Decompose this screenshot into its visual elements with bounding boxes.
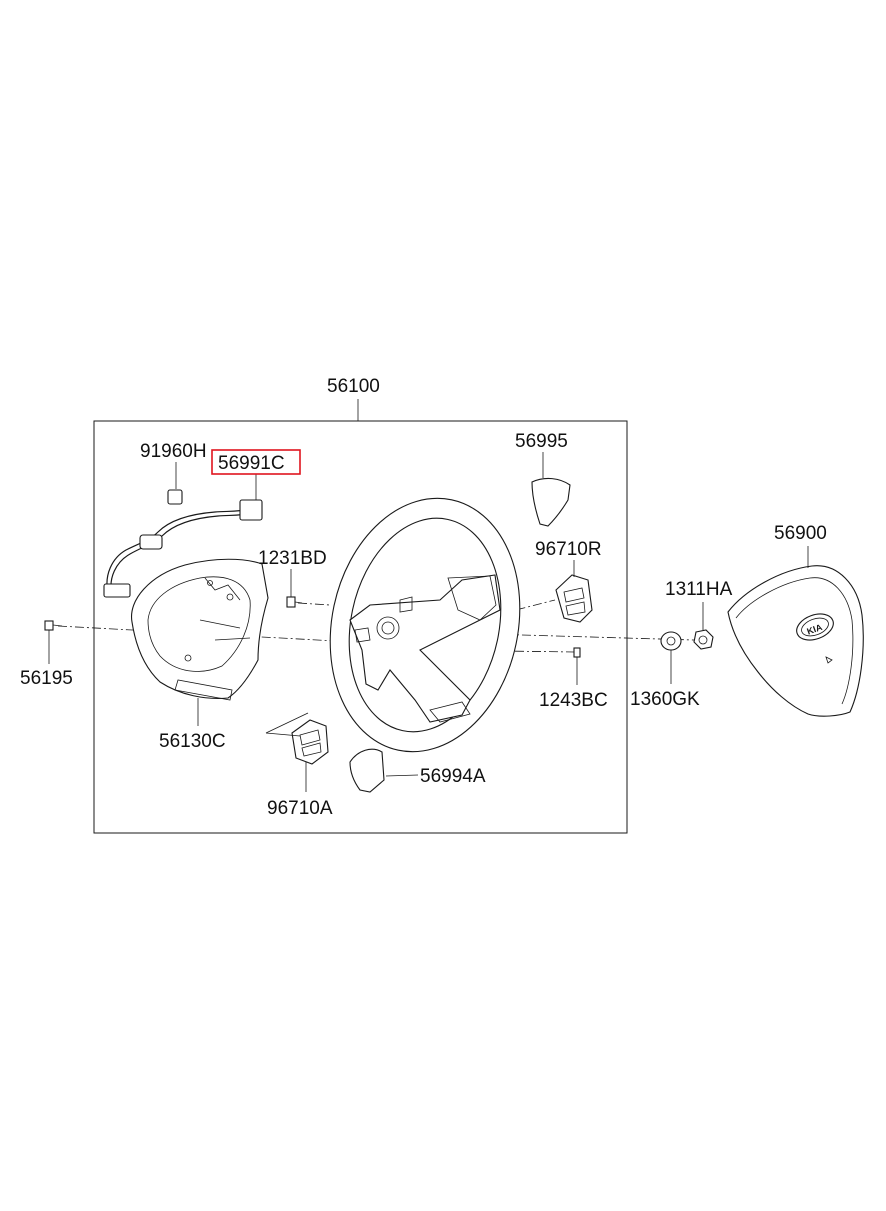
washer-1360GK-icon xyxy=(660,631,682,651)
part-label-56994A[interactable]: 56994A xyxy=(420,766,486,787)
cover-56995-icon xyxy=(531,477,571,527)
bolt-1243BC-icon xyxy=(573,647,581,685)
part-label-56991C[interactable]: 56991C xyxy=(218,453,285,474)
switch-96710R-icon xyxy=(555,574,593,623)
screw-56195-icon xyxy=(44,620,63,664)
bolt-1231BD-icon xyxy=(286,569,303,608)
part-label-1243BC[interactable]: 1243BC xyxy=(539,690,608,711)
part-label-1231BD[interactable]: 1231BD xyxy=(258,548,327,569)
cover-56994A-icon xyxy=(349,748,385,793)
part-label-1311HA[interactable]: 1311HA xyxy=(665,579,733,600)
switch-96710A-icon xyxy=(291,719,329,765)
airbag-module-56900-icon: KIA xyxy=(727,565,864,717)
part-label-1360GK[interactable]: 1360GK xyxy=(630,689,700,710)
axis-line-right xyxy=(419,631,695,641)
wiring-harness-icon xyxy=(103,489,263,598)
steering-wheel-icon xyxy=(329,497,521,753)
part-label-96710A[interactable]: 96710A xyxy=(267,798,333,819)
axis-line-bolt-upper xyxy=(297,602,331,606)
highlight-box-56991C xyxy=(211,449,301,475)
axis-line-switch-r xyxy=(499,599,556,615)
part-label-56900[interactable]: 56900 xyxy=(774,523,827,544)
part-label-56100[interactable]: 56100 xyxy=(327,376,380,397)
nut-1311HA-icon xyxy=(693,629,714,650)
part-label-56195[interactable]: 56195 xyxy=(20,668,73,689)
part-label-56995[interactable]: 56995 xyxy=(515,431,568,452)
leader-96710A-lower xyxy=(265,732,301,737)
leader-96710A-upper xyxy=(265,712,309,734)
part-label-96710R[interactable]: 96710R xyxy=(535,539,602,560)
part-label-56130C[interactable]: 56130C xyxy=(159,731,226,752)
leader-56994A xyxy=(385,774,419,777)
rear-cover-56130C-icon xyxy=(131,558,269,701)
assembly-frame xyxy=(93,420,628,834)
part-label-91960H[interactable]: 91960H xyxy=(140,441,207,462)
